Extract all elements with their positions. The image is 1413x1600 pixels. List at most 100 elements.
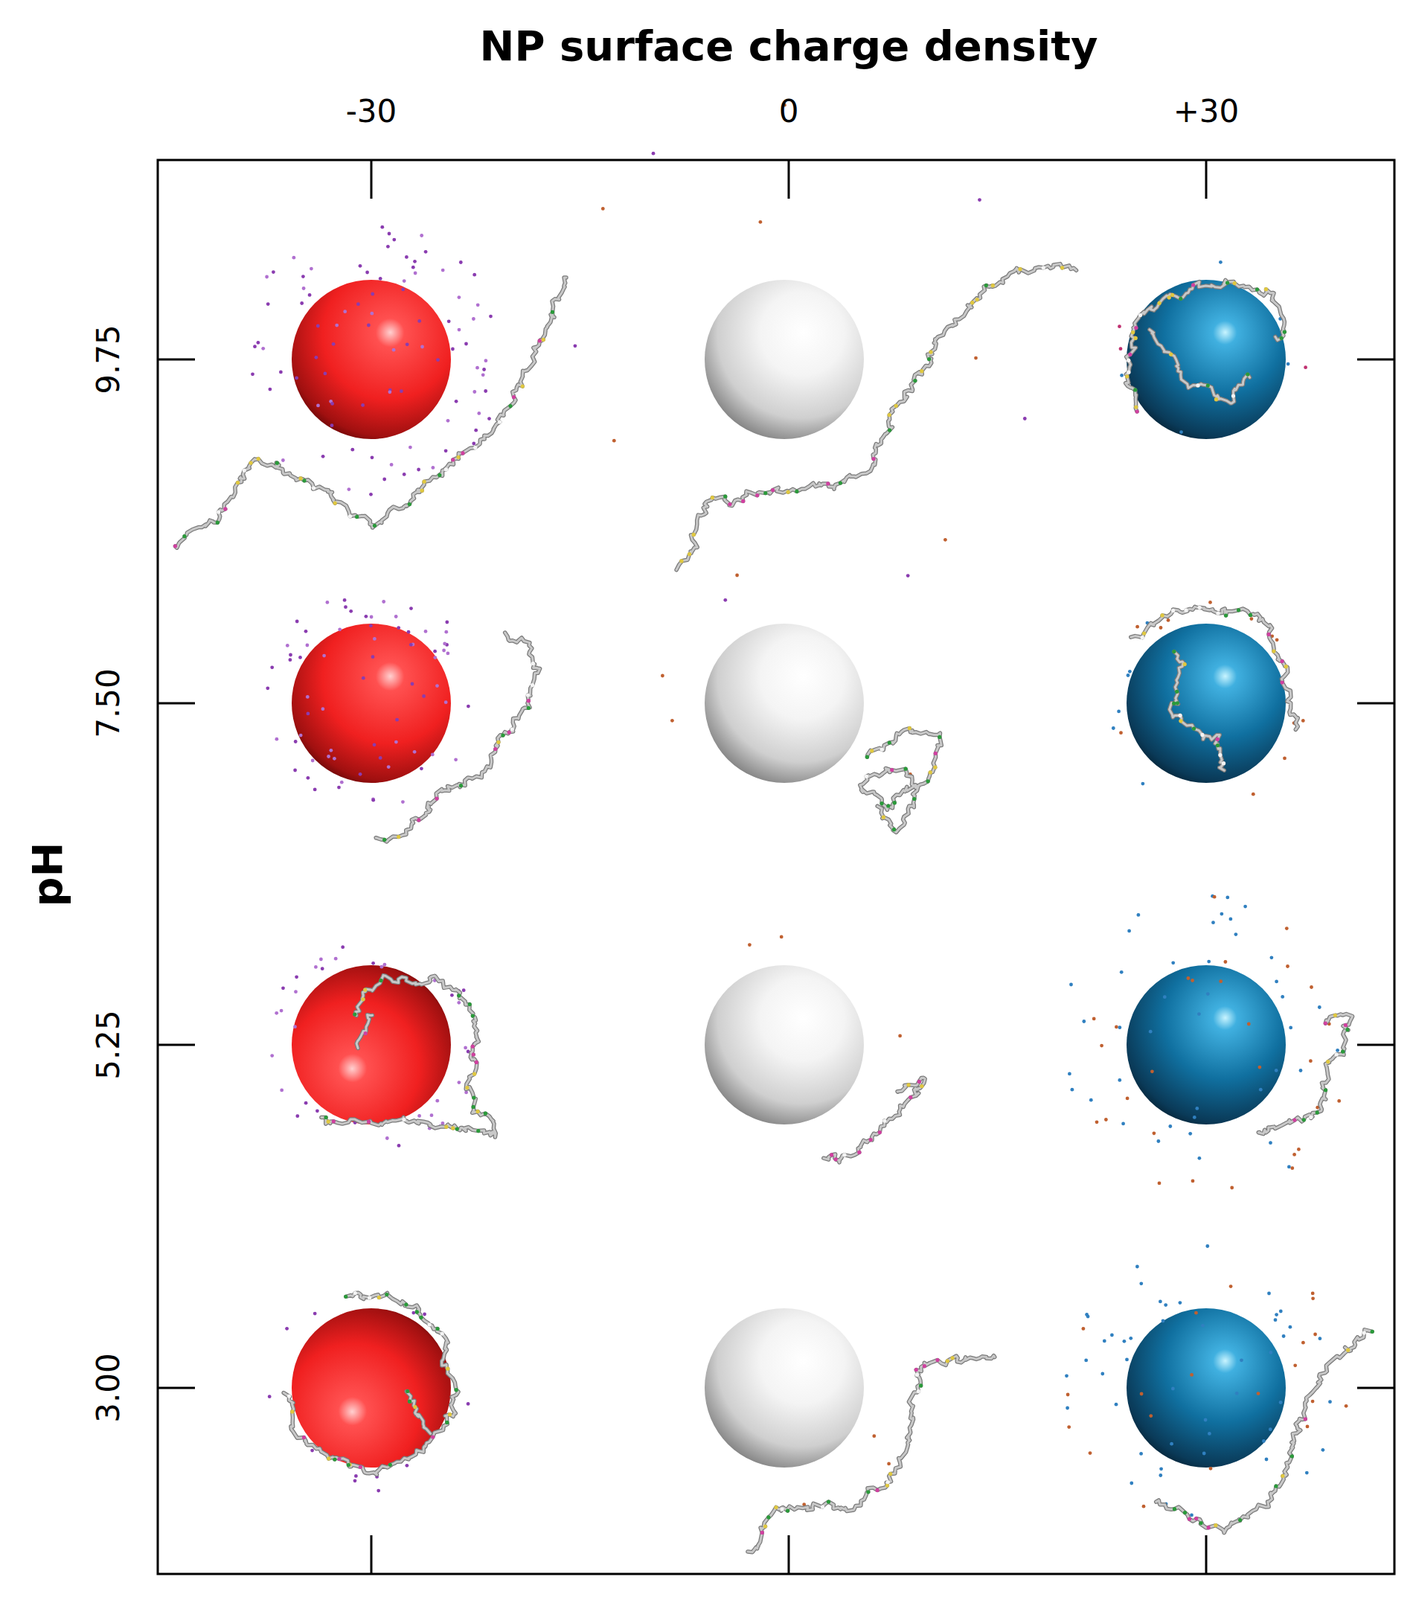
ion: [1225, 895, 1230, 900]
ion: [1171, 960, 1175, 965]
monomer: [763, 491, 768, 495]
polymer-backbone: [1149, 329, 1251, 404]
monomer: [430, 1434, 435, 1439]
ion: [1179, 430, 1184, 434]
ion: [264, 275, 269, 280]
ion: [447, 319, 451, 323]
ion: [1200, 1323, 1205, 1328]
ion: [334, 323, 339, 328]
ion: [1135, 1264, 1140, 1269]
monomer: [256, 456, 261, 461]
ion: [271, 270, 276, 274]
monomer: [353, 1290, 358, 1295]
ion: [298, 655, 303, 660]
ion: [1157, 1139, 1161, 1143]
monomer: [1346, 1348, 1350, 1352]
monomer: [880, 747, 884, 752]
monomer: [1267, 632, 1271, 637]
monomer: [404, 1302, 408, 1307]
monomer: [290, 1409, 294, 1413]
ion: [484, 358, 489, 363]
ion: [1288, 1026, 1293, 1030]
ion: [1309, 985, 1314, 989]
monomer: [407, 1399, 412, 1404]
polymer-backbone: [1149, 329, 1251, 404]
monomer: [476, 1128, 480, 1133]
monomer: [471, 1095, 476, 1099]
monomer: [1236, 607, 1241, 612]
ion: [475, 366, 480, 370]
ion: [1194, 1311, 1198, 1315]
polymer-backbone: [747, 1355, 995, 1553]
ion: [1159, 1466, 1163, 1471]
monomer: [1142, 630, 1146, 635]
ion: [1335, 1048, 1340, 1053]
monomer: [378, 978, 383, 983]
monomer: [474, 1060, 479, 1065]
ion: [412, 750, 417, 754]
ion: [1116, 709, 1121, 714]
monomer: [919, 1084, 924, 1088]
ion: [1282, 1334, 1286, 1338]
monomer: [1315, 1110, 1320, 1114]
monomer: [526, 706, 531, 710]
monomer: [427, 1322, 432, 1327]
monomer: [908, 1095, 913, 1099]
monomer: [912, 796, 916, 801]
monomer: [826, 1499, 831, 1504]
monomer: [510, 726, 515, 731]
ion: [481, 372, 486, 377]
ion: [1268, 1140, 1273, 1145]
monomer: [497, 420, 502, 425]
ion: [1169, 1442, 1174, 1446]
ion: [275, 737, 280, 742]
monomer: [914, 1367, 919, 1372]
monomer: [1175, 700, 1180, 705]
ion: [1171, 1386, 1175, 1391]
monomer: [1126, 358, 1131, 363]
ion: [411, 265, 416, 270]
ion: [417, 319, 422, 323]
monomer: [249, 461, 253, 466]
ion: [1117, 1078, 1122, 1082]
polymer-backbone: [823, 1077, 925, 1163]
monomer: [1323, 1087, 1328, 1092]
ion: [457, 1080, 462, 1085]
monomer: [1195, 383, 1200, 387]
monomer: [1160, 613, 1165, 617]
monomer: [1171, 649, 1176, 654]
ion: [293, 1024, 297, 1029]
monomer: [857, 1150, 861, 1155]
ion: [1275, 637, 1280, 642]
monomer: [928, 350, 933, 355]
ion: [1084, 1358, 1088, 1363]
nanoparticle: [291, 279, 451, 440]
monomer: [358, 1465, 363, 1469]
ion: [466, 704, 471, 709]
monomer: [440, 1331, 445, 1335]
polymer-backbone: [283, 1292, 459, 1475]
ion: [1194, 1106, 1199, 1111]
ion: [1224, 959, 1228, 964]
ion: [1099, 1043, 1104, 1048]
ion: [487, 416, 492, 421]
monomer: [1171, 608, 1175, 613]
monomer: [894, 404, 899, 408]
ion: [450, 993, 454, 998]
monomer: [1172, 1506, 1177, 1511]
monomer: [507, 730, 512, 735]
ion: [279, 370, 283, 375]
ion: [314, 355, 319, 360]
polymer-backbone: [283, 1292, 459, 1475]
monomer: [418, 1315, 423, 1320]
ion: [270, 1053, 274, 1058]
monomer: [299, 476, 303, 480]
plot-frame: [157, 159, 1395, 1574]
ion: [394, 614, 399, 619]
ion: [1066, 1392, 1070, 1397]
monomer: [415, 1309, 419, 1314]
ion: [316, 404, 320, 408]
tick-label: 7.50: [93, 668, 125, 739]
ion: [1247, 1022, 1251, 1027]
monomer: [471, 1044, 475, 1049]
